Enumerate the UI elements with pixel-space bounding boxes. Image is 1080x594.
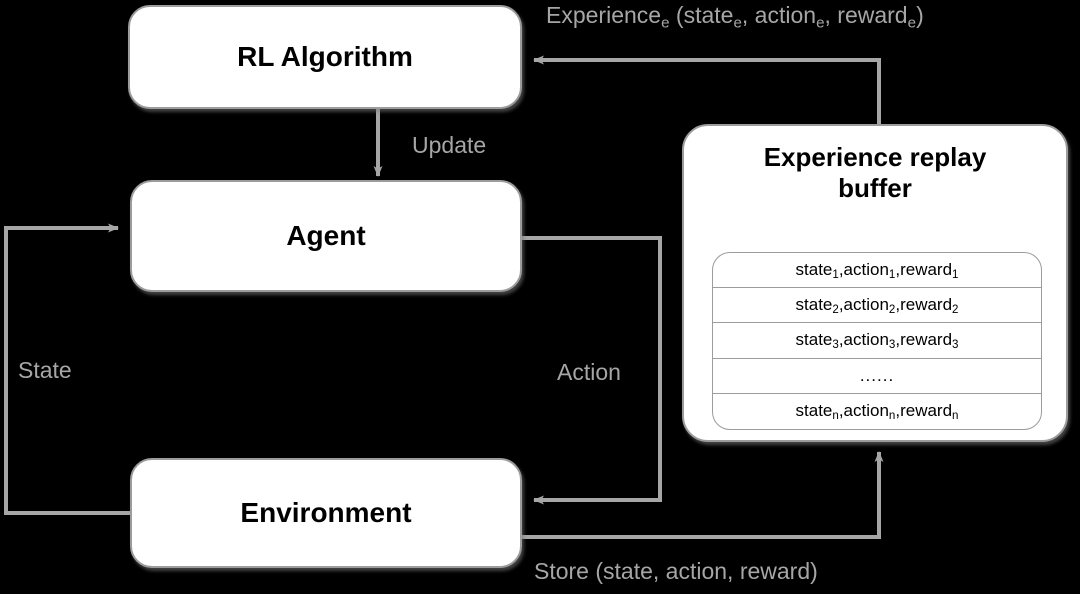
node-environment-label: Environment — [240, 497, 412, 528]
buffer-row-reward-subscript: n — [952, 409, 959, 422]
edge-label-store: Store (state, action, reward) — [534, 558, 818, 584]
node-agent-label: Agent — [286, 220, 366, 251]
experience-subscript: e — [661, 14, 670, 32]
buffer-row-state-subscript: 1 — [832, 268, 839, 281]
buffer-row-state: state2 — [795, 294, 839, 316]
buffer-row-state: staten — [795, 400, 839, 422]
buffer-row: state1, action1, reward1 — [713, 253, 1041, 289]
buffer-title: Experience replay buffer — [684, 142, 1066, 203]
buffer-row-state-subscript: n — [832, 409, 839, 422]
buffer-row-reward-subscript: 1 — [952, 268, 959, 281]
edge-store-path — [522, 451, 884, 539]
buffer-row-ellipsis: ...... — [859, 365, 895, 385]
buffer-row: staten, actionn, rewardn — [795, 400, 959, 422]
edge-experience-path — [533, 55, 881, 124]
node-rl-algorithm-label: RL Algorithm — [237, 41, 413, 72]
buffer-row-action-subscript: 2 — [888, 303, 896, 316]
edge-label-action: Action — [557, 359, 621, 385]
node-environment[interactable]: Environment — [130, 458, 522, 568]
buffer-row-state: state1 — [795, 259, 839, 281]
buffer-row-action: action2 — [843, 294, 896, 316]
buffer-row-state-subscript: 3 — [832, 338, 839, 351]
buffer-row-action-subscript: 1 — [888, 268, 896, 281]
buffer-row-action: action3 — [843, 330, 896, 351]
buffer-row-state-subscript: 2 — [832, 303, 839, 316]
edge-label-update: Update — [412, 132, 487, 158]
node-rl-algorithm[interactable]: RL Algorithm — [128, 5, 522, 109]
buffer-row-reward-subscript: 2 — [952, 303, 959, 316]
buffer-title-line2: buffer — [838, 172, 912, 203]
edge-action-path — [522, 236, 662, 505]
edge-state-path — [4, 223, 130, 515]
buffer-row-reward-subscript: 3 — [952, 338, 959, 351]
buffer-row-action: actionn — [843, 400, 896, 422]
buffer-row-reward: rewardn — [900, 400, 959, 422]
buffer-row-action-subscript: n — [888, 409, 896, 422]
reward-subscript: e — [907, 14, 917, 32]
buffer-row: ...... — [713, 359, 1041, 394]
buffer-row: state3, action3, reward3 — [713, 323, 1041, 359]
action-subscript: e — [816, 14, 825, 32]
buffer-title-line1: Experience replay — [763, 142, 987, 172]
node-experience-replay-buffer[interactable]: Experience replay buffer state1, action1… — [682, 124, 1068, 442]
edge-label-state: State — [18, 357, 72, 383]
buffer-row: state2, action2, reward2 — [713, 288, 1041, 324]
edge-label-experience: Experiencee (statee, actione, rewarde) — [546, 2, 924, 32]
node-agent[interactable]: Agent — [130, 180, 522, 292]
buffer-row-reward: reward3 — [900, 330, 959, 351]
buffer-row-action: action1 — [843, 259, 896, 281]
buffer-row-action-subscript: 3 — [888, 338, 896, 351]
buffer-row-reward: reward2 — [900, 294, 959, 316]
buffer-row-state: state3 — [795, 330, 839, 351]
buffer-row-reward: reward1 — [900, 259, 959, 281]
state-subscript: e — [733, 14, 742, 32]
